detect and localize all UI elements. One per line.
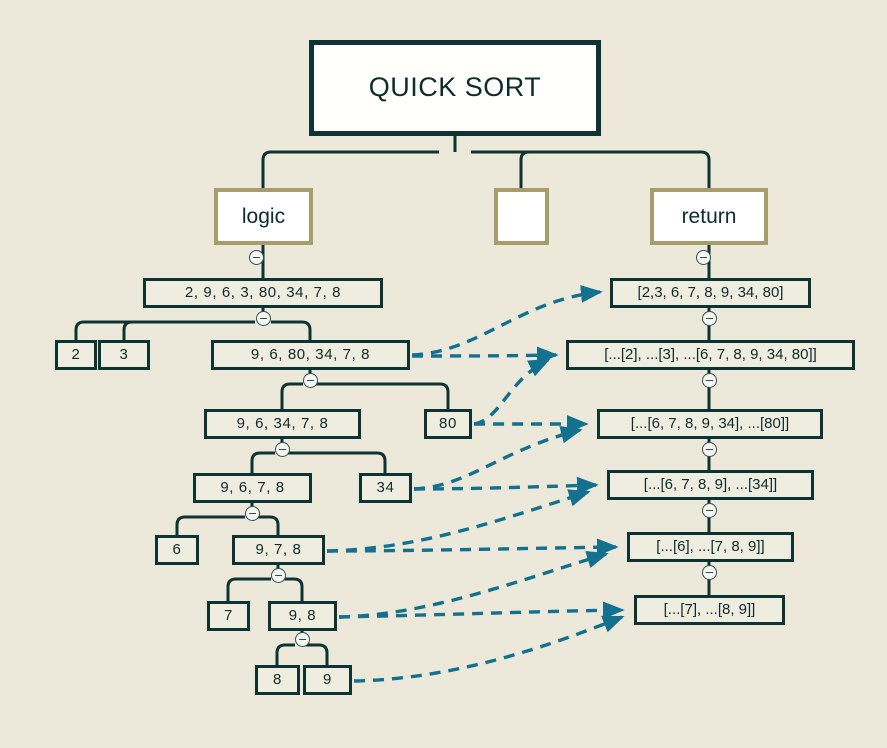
tree-node[interactable]: 9, 6, 80, 34, 7, 8 <box>211 340 410 370</box>
collapse-toggle-icon[interactable] <box>702 311 717 326</box>
collapse-toggle-icon[interactable] <box>702 565 717 580</box>
diagram-title: QUICK SORT <box>309 40 601 136</box>
section-return[interactable]: return <box>650 188 768 245</box>
collapse-toggle-icon[interactable] <box>303 373 318 388</box>
tree-node[interactable]: 2 <box>55 340 97 370</box>
collapse-toggle-icon[interactable] <box>245 506 260 521</box>
tree-node[interactable]: 80 <box>424 409 472 439</box>
return-node[interactable]: [...[7], ...[8, 9]] <box>634 595 785 625</box>
section-logic[interactable]: logic <box>214 188 313 245</box>
section-middle-empty[interactable] <box>494 188 549 245</box>
return-node[interactable]: [...[6, 7, 8, 9, 34], ...[80]] <box>597 409 823 439</box>
collapse-toggle-icon[interactable] <box>249 250 264 265</box>
collapse-toggle-icon[interactable] <box>271 568 286 583</box>
return-node[interactable]: [...[6], ...[7, 8, 9]] <box>627 532 794 562</box>
collapse-toggle-icon[interactable] <box>702 503 717 518</box>
tree-node[interactable]: 2, 9, 6, 3, 80, 34, 7, 8 <box>143 278 383 308</box>
tree-node[interactable]: 9, 6, 7, 8 <box>193 473 312 503</box>
tree-node[interactable]: 9, 8 <box>268 601 337 631</box>
tree-node[interactable]: 34 <box>359 473 412 503</box>
return-node[interactable]: [2,3, 6, 7, 8, 9, 34, 80] <box>610 278 811 308</box>
collapse-toggle-icon[interactable] <box>256 311 271 326</box>
tree-node[interactable]: 7 <box>207 601 250 631</box>
tree-node[interactable]: 9, 6, 34, 7, 8 <box>204 409 361 439</box>
return-node[interactable]: [...[6, 7, 8, 9], ...[34]] <box>607 470 814 500</box>
collapse-toggle-icon[interactable] <box>275 442 290 457</box>
tree-node[interactable]: 9, 7, 8 <box>232 535 325 565</box>
collapse-toggle-icon[interactable] <box>702 373 717 388</box>
collapse-toggle-icon[interactable] <box>702 442 717 457</box>
return-node[interactable]: [...[2], ...[3], ...[6, 7, 8, 9, 34, 80]… <box>566 340 855 370</box>
collapse-toggle-icon[interactable] <box>696 250 711 265</box>
tree-node[interactable]: 6 <box>155 535 199 565</box>
tree-node[interactable]: 9 <box>303 665 352 695</box>
collapse-toggle-icon[interactable] <box>295 632 310 647</box>
tree-node[interactable]: 8 <box>255 665 300 695</box>
tree-node[interactable]: 3 <box>98 340 150 370</box>
